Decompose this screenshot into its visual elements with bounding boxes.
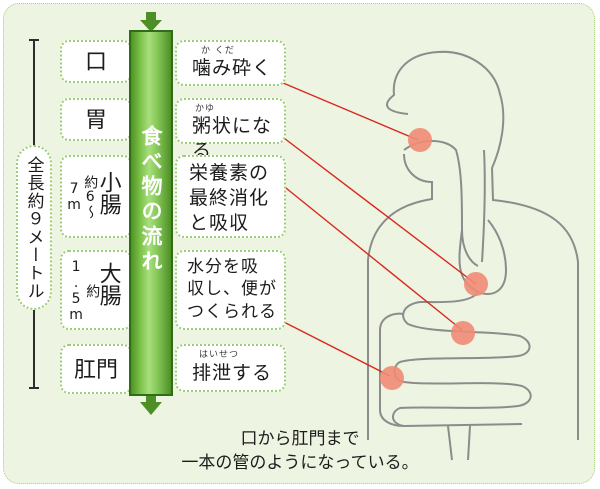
pointer-line-mouth — [275, 79, 419, 141]
tube-arrow-bottom-stem — [146, 394, 156, 403]
ruby-stomach: かゆ — [195, 104, 216, 114]
pointer-line-large-intestine — [275, 317, 391, 377]
organ-small-intestine: 小腸 — [95, 171, 121, 215]
desc-box-mouth: か くだ 噛み砕く — [175, 40, 286, 86]
body-silhouette — [367, 50, 579, 440]
small-intestine-outline — [392, 291, 532, 428]
food-flow-tube — [129, 30, 173, 396]
tube-arrow-bottom-icon — [140, 402, 162, 415]
desc-box-large-intestine: 水分を吸 収し、便が つくられる — [175, 250, 286, 330]
large-intestine-outline — [379, 312, 405, 427]
desc-box-small-intestine: 栄養素の 最終消化 と吸収 — [175, 155, 286, 238]
pointer-line-stomach — [275, 131, 477, 285]
stomach-outline — [458, 219, 508, 295]
marker-small-intestine — [451, 321, 475, 345]
marker-mouth — [408, 128, 432, 152]
caption: 口から肛門まで 一本の管のようになっている。 — [181, 429, 419, 473]
organ-large-intestine: 大腸 — [95, 262, 121, 306]
length-tick-top — [29, 39, 39, 41]
food-flow-title: 食べ物の流れ — [139, 125, 163, 275]
organ-box-anus: 肛門 — [60, 344, 132, 394]
rectum-outline — [447, 425, 471, 461]
pointer-line-small-intestine — [275, 179, 463, 331]
organ-stomach: 胃 — [84, 108, 107, 133]
ruby-anus: はいせつ — [199, 350, 240, 360]
ruby-mouth: か くだ — [201, 46, 235, 56]
desc-box-anus: はいせつ 排泄する — [175, 344, 286, 392]
small-intestine-length: 約6〜7m — [66, 175, 99, 219]
esophagus — [403, 140, 486, 267]
length-tick-bottom — [29, 387, 39, 389]
tube-arrow-top-icon — [140, 20, 162, 32]
large-intestine-length: 約1.5m — [68, 259, 101, 323]
total-length-label: 全長約９メートル — [16, 145, 52, 310]
organ-mouth: 口 — [84, 50, 107, 75]
organ-box-mouth: 口 — [60, 40, 132, 83]
organ-box-small-intestine: 約6〜7m 小腸 — [60, 155, 132, 238]
marker-large-intestine — [380, 366, 404, 390]
tube-arrow-top-stem — [146, 12, 156, 21]
desc-large-intestine: 水分を吸 収し、便が つくられる — [187, 257, 277, 322]
desc-box-stomach: かゆ 粥状になる — [175, 98, 286, 162]
desc-small-intestine: 栄養素の 最終消化 と吸収 — [189, 162, 270, 235]
desc-mouth: 噛み砕く — [192, 57, 273, 79]
desc-anus: 排泄する — [192, 362, 273, 384]
organ-anus: 肛門 — [73, 358, 118, 383]
organ-box-stomach: 胃 — [60, 98, 132, 141]
organ-box-large-intestine: 約1.5m 大腸 — [60, 250, 132, 330]
total-length-text: 全長約９メートル — [23, 155, 44, 300]
marker-stomach — [464, 272, 488, 296]
